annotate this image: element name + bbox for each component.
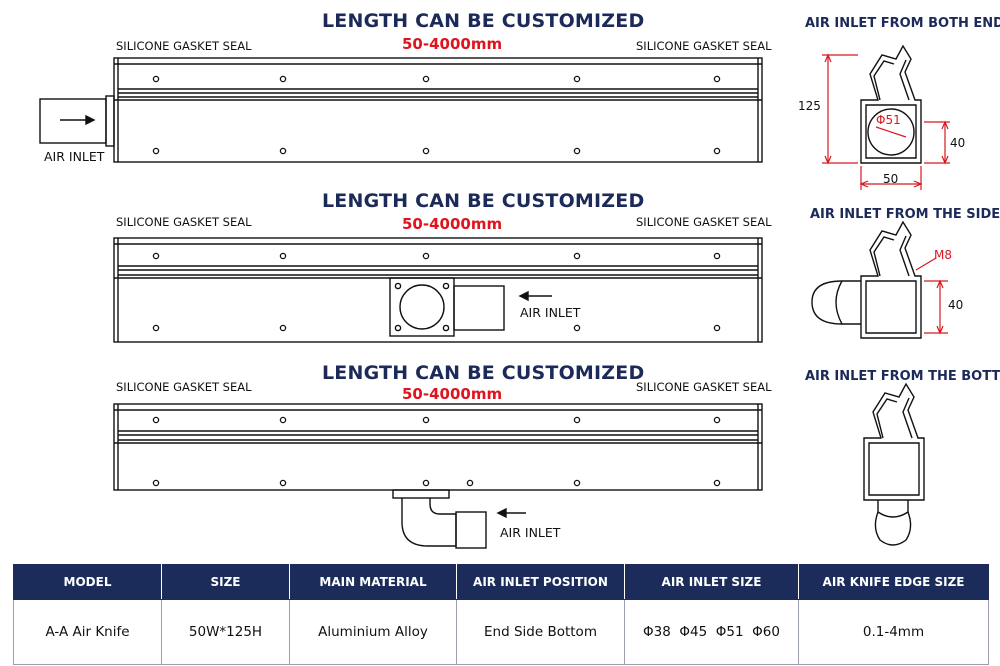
- header-air-inlet-size: AIR INLET SIZE: [624, 564, 799, 600]
- section1-inlet-dia-dim: Φ51: [876, 113, 901, 127]
- air-knife-body-end-inlet: [39, 57, 763, 163]
- section-side: [811, 220, 948, 339]
- section-bottom: [863, 382, 925, 546]
- view3-seal-right-label: SILICONE GASKET SEAL: [636, 380, 772, 394]
- table-row: A-A Air Knife 50W*125H Aluminium Alloy E…: [13, 599, 989, 665]
- view1-title: LENGTH CAN BE CUSTOMIZED: [322, 10, 645, 32]
- section2-thread-dim: M8: [934, 248, 952, 262]
- section1-width-dim: 50: [883, 172, 899, 186]
- section2-title: AIR INLET FROM THE SIDE: [810, 207, 1000, 222]
- view1-seal-right-label: SILICONE GASKET SEAL: [636, 39, 772, 53]
- view3-seal-left-label: SILICONE GASKET SEAL: [116, 380, 252, 394]
- air-knife-body-bottom-inlet: [113, 403, 763, 549]
- header-edge-size: AIR KNIFE EDGE SIZE: [798, 564, 989, 600]
- view1-air-inlet-label: AIR INLET: [44, 149, 105, 164]
- cell-air-inlet-size: Φ38 Φ45 Φ51 Φ60: [624, 599, 799, 665]
- header-main-material: MAIN MATERIAL: [289, 564, 457, 600]
- cell-main-material: Aluminium Alloy: [289, 599, 457, 665]
- view2-seal-right-label: SILICONE GASKET SEAL: [636, 215, 772, 229]
- cell-edge-size: 0.1-4mm: [798, 599, 989, 665]
- air-knife-body-side-inlet: [113, 237, 763, 343]
- view2-air-inlet-label: AIR INLET: [520, 305, 581, 320]
- view1-seal-left-label: SILICONE GASKET SEAL: [116, 39, 252, 53]
- view3-title: LENGTH CAN BE CUSTOMIZED: [322, 362, 645, 384]
- header-air-inlet-position: AIR INLET POSITION: [456, 564, 625, 600]
- spec-table: MODEL SIZE MAIN MATERIAL AIR INLET POSIT…: [13, 564, 989, 665]
- header-size: SIZE: [161, 564, 290, 600]
- view3-length-range: 50-4000mm: [402, 385, 503, 403]
- section-both-ends: [822, 44, 950, 190]
- view2-length-range: 50-4000mm: [402, 215, 503, 233]
- section1-title: AIR INLET FROM BOTH ENDS: [805, 16, 1000, 31]
- cell-air-inlet-position: End Side Bottom: [456, 599, 625, 665]
- section1-offset-dim: 40: [950, 136, 966, 150]
- section3-title: AIR INLET FROM THE BOTTOM: [805, 369, 1000, 384]
- header-model: MODEL: [13, 564, 162, 600]
- cell-size: 50W*125H: [161, 599, 290, 665]
- view2-seal-left-label: SILICONE GASKET SEAL: [116, 215, 252, 229]
- cell-model: A-A Air Knife: [13, 599, 162, 665]
- view1-length-range: 50-4000mm: [402, 35, 503, 53]
- section1-height-dim: 125: [798, 99, 821, 113]
- view2-title: LENGTH CAN BE CUSTOMIZED: [322, 190, 645, 212]
- view3-air-inlet-label: AIR INLET: [500, 525, 561, 540]
- spec-table-header-row: MODEL SIZE MAIN MATERIAL AIR INLET POSIT…: [13, 564, 989, 600]
- section2-offset-dim: 40: [948, 298, 964, 312]
